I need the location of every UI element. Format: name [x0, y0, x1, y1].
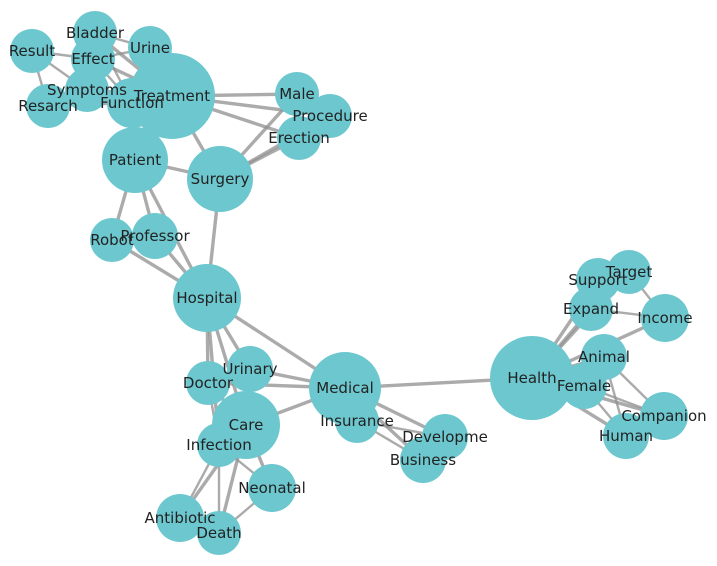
node-label-insurance: Insurance — [320, 412, 394, 430]
node-surgery — [187, 146, 253, 212]
node-circle-hospital — [173, 264, 241, 332]
node-circle-neonatal — [248, 464, 296, 512]
node-resarch — [26, 84, 70, 128]
node-neonatal — [248, 464, 296, 512]
node-health — [490, 336, 574, 420]
node-label-health: Health — [507, 369, 556, 387]
node-label-urinary: Urinary — [222, 360, 277, 378]
node-circle-insurance — [335, 399, 379, 443]
node-label-companion: Companion — [621, 407, 706, 425]
node-urinary — [227, 346, 273, 392]
node-income — [641, 294, 689, 342]
node-robot — [90, 218, 134, 262]
node-business — [400, 437, 446, 483]
node-label-patient: Patient — [109, 151, 161, 169]
node-circle-erection — [277, 116, 321, 160]
node-circle-surgery — [187, 146, 253, 212]
node-label-effect: Effect — [71, 50, 114, 68]
node-circle-result — [10, 29, 54, 73]
node-female — [561, 363, 607, 409]
node-label-expand: Expand — [563, 300, 619, 318]
node-label-bladder: Bladder — [66, 24, 125, 42]
node-circle-patient — [102, 127, 168, 193]
node-label-antibiotic: Antibiotic — [145, 509, 216, 527]
node-circle-procedure — [308, 94, 352, 138]
node-circle-death — [197, 511, 241, 555]
node-circle-business — [400, 437, 446, 483]
node-label-function: Function — [100, 94, 164, 112]
node-label-human: Human — [599, 427, 653, 445]
node-circle-robot — [90, 218, 134, 262]
node-label-doctor: Doctor — [183, 374, 234, 392]
node-circle-treatment — [129, 53, 215, 139]
node-circle-symptoms — [65, 68, 109, 112]
node-label-erection: Erection — [268, 129, 330, 147]
node-label-business: Business — [390, 451, 456, 469]
node-circle-male — [275, 72, 319, 116]
node-label-surgery: Surgery — [191, 170, 250, 188]
node-label-male: Male — [279, 85, 315, 103]
node-result — [10, 29, 54, 73]
node-circle-target — [607, 250, 651, 294]
node-label-income: Income — [637, 309, 692, 327]
node-label-professor: Professor — [120, 227, 190, 245]
node-infection — [197, 423, 241, 467]
node-circle-resarch — [26, 84, 70, 128]
node-label-animal: Animal — [578, 348, 630, 366]
node-target — [607, 250, 651, 294]
node-doctor — [186, 361, 230, 405]
node-circle-antibiotic — [156, 494, 204, 542]
node-circle-urinary — [227, 346, 273, 392]
node-companion — [640, 392, 688, 440]
node-label-procedure: Procedure — [292, 107, 367, 125]
node-label-support: Support — [568, 271, 627, 289]
node-label-hospital: Hospital — [176, 289, 237, 307]
node-circle-income — [641, 294, 689, 342]
node-label-female: Female — [557, 377, 611, 395]
node-symptoms — [65, 68, 109, 112]
node-circle-professor — [132, 213, 178, 259]
node-procedure — [308, 94, 352, 138]
node-circle-female — [561, 363, 607, 409]
node-circle-health — [490, 336, 574, 420]
node-professor — [132, 213, 178, 259]
node-label-treatment: Treatment — [133, 87, 210, 105]
node-label-symptoms: Symptoms — [47, 81, 127, 99]
node-death — [197, 511, 241, 555]
node-expand — [569, 287, 613, 331]
node-circle-human — [603, 413, 649, 459]
node-label-target: Target — [605, 263, 653, 281]
node-insurance — [335, 399, 379, 443]
node-hospital — [173, 264, 241, 332]
node-male — [275, 72, 319, 116]
node-circle-expand — [569, 287, 613, 331]
node-label-resarch: Resarch — [18, 97, 78, 115]
node-label-result: Result — [9, 42, 55, 60]
node-label-care: Care — [229, 416, 264, 434]
node-label-urine: Urine — [130, 39, 170, 57]
node-circle-companion — [640, 392, 688, 440]
node-label-infection: Infection — [186, 436, 251, 454]
node-circle-doctor — [186, 361, 230, 405]
node-human — [603, 413, 649, 459]
node-erection — [277, 116, 321, 160]
node-patient — [102, 127, 168, 193]
node-label-neonatal: Neonatal — [238, 479, 306, 497]
node-label-death: Death — [196, 524, 241, 542]
node-label-robot: Robot — [90, 231, 134, 249]
node-label-medical: Medical — [316, 379, 373, 397]
node-treatment — [129, 53, 215, 139]
node-label-developme: Developme — [402, 428, 488, 446]
node-antibiotic — [156, 494, 204, 542]
node-circle-infection — [197, 423, 241, 467]
